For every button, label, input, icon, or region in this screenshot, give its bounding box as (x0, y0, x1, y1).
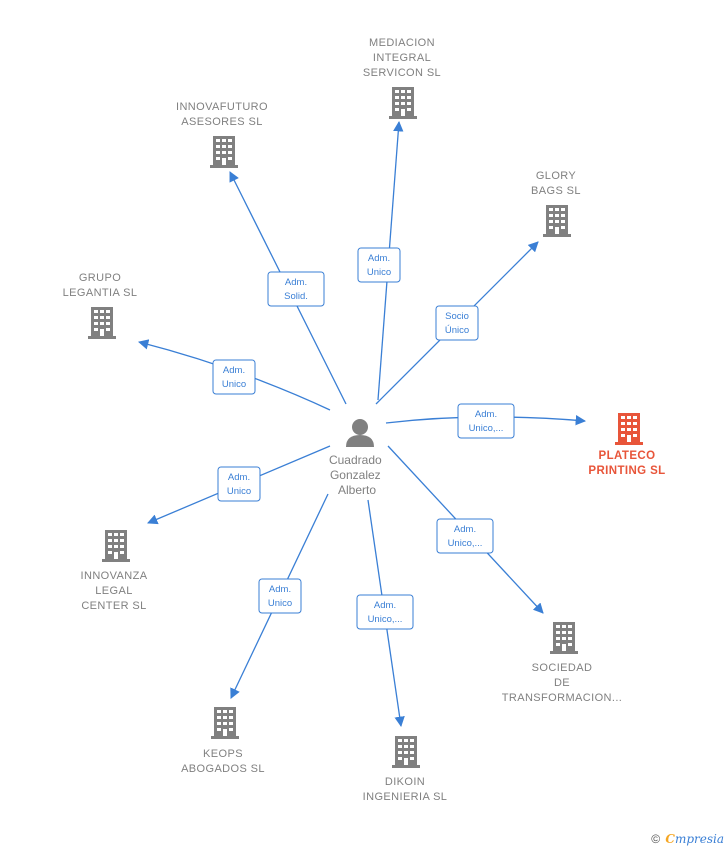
role-label-line: Unico (367, 267, 391, 278)
role-label-plateco[interactable]: Adm. Unico,... (457, 403, 515, 439)
center-name-line: Alberto (338, 483, 376, 497)
building-icon[interactable] (210, 136, 238, 168)
company-label-sociedad[interactable]: SOCIEDAD DE TRANSFORMACION... (502, 662, 622, 704)
company-label-line: MEDIACION (369, 37, 435, 49)
role-label-legantia[interactable]: Adm. Unico (212, 359, 256, 395)
role-label-line: Adm. (368, 253, 390, 264)
building-icon[interactable] (389, 87, 417, 119)
role-label-dikoin[interactable]: Adm. Unico,... (356, 594, 414, 630)
company-label-innovafuturo[interactable]: INNOVAFUTURO ASESORES SL (176, 101, 268, 128)
company-label-line: GRUPO (79, 272, 121, 284)
building-icon[interactable] (211, 707, 239, 739)
company-label-line: SERVICON SL (363, 67, 441, 79)
building-icon[interactable] (615, 413, 643, 445)
role-label-line: Adm. (223, 365, 245, 376)
company-label-line: INNOVAFUTURO (176, 101, 268, 113)
company-label-line: INGENIERIA SL (363, 791, 448, 803)
role-label-line: Adm. (228, 472, 250, 483)
role-label-line: Unico (227, 486, 251, 497)
role-label-box (356, 594, 414, 630)
company-label-line: SOCIEDAD (532, 662, 593, 674)
building-icon[interactable] (102, 530, 130, 562)
company-label-line: DIKOIN (385, 776, 425, 788)
role-label-line: Adm. (285, 277, 307, 288)
role-label-line: Adm. (374, 600, 396, 611)
role-label-line: Unico (268, 598, 292, 609)
role-label-box (217, 466, 261, 502)
building-icon[interactable] (543, 205, 571, 237)
role-label-line: Adm. (269, 584, 291, 595)
role-label-line: Unico (222, 379, 246, 390)
role-label-mediacion[interactable]: Adm. Unico (357, 247, 401, 283)
role-label-keops[interactable]: Adm. Unico (258, 578, 302, 614)
center-name-line: Cuadrado (329, 453, 382, 467)
company-label-line: LEGANTIA SL (63, 287, 138, 299)
role-label-box (457, 403, 515, 439)
company-label-line: LEGAL (95, 585, 132, 597)
company-label-line: ABOGADOS SL (181, 763, 265, 775)
role-label-line: Unico,... (448, 538, 483, 549)
role-label-box (357, 247, 401, 283)
role-label-line: Adm. (454, 524, 476, 535)
company-label-line: GLORY (536, 170, 577, 182)
role-label-line: Adm. (475, 409, 497, 420)
company-label-plateco[interactable]: PLATECO PRINTING SL (588, 450, 665, 477)
role-label-innovafuturo[interactable]: Adm. Solid. (267, 271, 325, 307)
role-label-line: Único (445, 325, 469, 336)
brand-initial: C (665, 832, 675, 846)
company-label-dikoin[interactable]: DIKOIN INGENIERIA SL (363, 776, 448, 803)
company-label-glory[interactable]: GLORY BAGS SL (531, 170, 581, 197)
building-icon[interactable] (88, 307, 116, 339)
role-label-box (212, 359, 256, 395)
company-label-mediacion[interactable]: MEDIACION INTEGRAL SERVICON SL (363, 37, 441, 79)
role-label-box (435, 305, 479, 341)
role-label-sociedad[interactable]: Adm. Unico,... (436, 518, 494, 554)
company-label-line: PLATECO (599, 450, 656, 462)
building-icon[interactable] (392, 736, 420, 768)
role-label-box (436, 518, 494, 554)
company-label-legantia[interactable]: GRUPO LEGANTIA SL (63, 272, 138, 299)
company-label-line: DE (554, 677, 570, 689)
company-label-line: PRINTING SL (588, 465, 665, 477)
company-label-keops[interactable]: KEOPS ABOGADOS SL (181, 748, 265, 775)
company-label-line: TRANSFORMACION... (502, 692, 622, 704)
role-label-line: Socio (445, 311, 469, 322)
company-label-line: INTEGRAL (373, 52, 431, 64)
center-name-line: Gonzalez (330, 468, 381, 482)
building-icon[interactable] (550, 622, 578, 654)
role-label-box (267, 271, 325, 307)
role-label-line: Unico,... (469, 423, 504, 434)
role-label-line: Solid. (284, 291, 308, 302)
center-person-label[interactable]: Cuadrado Gonzalez Alberto (329, 453, 385, 497)
role-label-innovanza[interactable]: Adm. Unico (217, 466, 261, 502)
company-label-innovanza[interactable]: INNOVANZA LEGAL CENTER SL (81, 570, 148, 612)
company-label-line: ASESORES SL (181, 116, 262, 128)
company-label-line: INNOVANZA (81, 570, 148, 582)
role-label-line: Unico,... (368, 614, 403, 625)
brand-footer[interactable]: © Cmpresia (651, 832, 724, 846)
person-icon (346, 419, 374, 447)
company-label-line: KEOPS (203, 748, 243, 760)
company-label-line: BAGS SL (531, 185, 581, 197)
role-label-box (258, 578, 302, 614)
company-label-line: CENTER SL (81, 600, 146, 612)
brand-name: mpresia (674, 832, 724, 846)
copyright-symbol: © (651, 832, 661, 846)
